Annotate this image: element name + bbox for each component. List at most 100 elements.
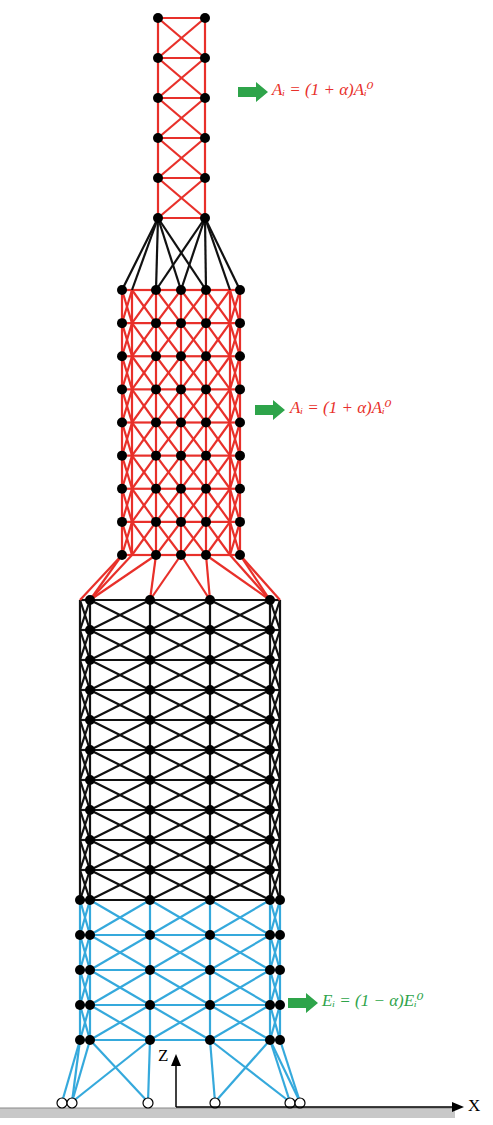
joint-dot: [153, 133, 163, 143]
truss-member: [230, 489, 240, 522]
joint-dot: [200, 213, 210, 223]
joint-dot: [176, 550, 186, 560]
joint-dot: [75, 895, 85, 905]
truss-joints: [75, 13, 285, 1045]
truss-member: [90, 555, 132, 600]
truss-member: [280, 1040, 300, 1102]
joint-dot: [85, 625, 95, 635]
joint-dot: [275, 1035, 285, 1045]
truss-member: [158, 98, 205, 138]
truss-member: [122, 489, 132, 522]
truss-member: [206, 456, 230, 489]
truss-member: [230, 323, 240, 356]
truss-member: [150, 750, 210, 780]
truss-member: [206, 389, 230, 422]
truss-member: [210, 1004, 270, 1006]
truss-member: [206, 290, 230, 323]
truss-member: [181, 423, 206, 456]
truss-member: [132, 290, 156, 323]
truss-member: [122, 456, 132, 489]
truss-member: [210, 630, 270, 660]
joint-dot: [117, 318, 127, 328]
truss-member: [150, 599, 210, 601]
truss-member: [150, 600, 210, 630]
joint-dot: [145, 895, 155, 905]
ground: [0, 1098, 455, 1118]
joint-dot: [265, 835, 275, 845]
truss-member: [132, 489, 156, 522]
truss-member: [132, 356, 156, 389]
joint-dot: [205, 745, 215, 755]
truss-member: [156, 218, 158, 290]
roller-support: [67, 1098, 77, 1108]
truss-member: [156, 356, 181, 389]
joint-dot: [201, 451, 211, 461]
joint-dot: [265, 775, 275, 785]
truss-member: [90, 660, 150, 690]
joint-dot: [145, 775, 155, 785]
truss-member: [90, 555, 156, 600]
truss-member: [122, 218, 158, 290]
truss-member: [90, 690, 150, 720]
truss-member: [206, 489, 230, 522]
axis-arrowhead: [452, 1102, 464, 1112]
joint-dot: [201, 285, 211, 295]
truss-member: [270, 1040, 290, 1102]
joint-dot: [275, 895, 285, 905]
truss-member: [132, 290, 156, 323]
truss-member: [90, 629, 150, 631]
truss-member: [90, 839, 150, 841]
truss-member: [210, 749, 270, 751]
truss-member: [90, 720, 150, 750]
joint-dot: [275, 965, 285, 975]
joint-dot: [200, 133, 210, 143]
joint-dot: [205, 865, 215, 875]
joint-dot: [201, 484, 211, 494]
truss-member: [205, 218, 230, 290]
truss-member: [150, 840, 210, 870]
joint-dot: [75, 1035, 85, 1045]
joint-dot: [85, 715, 95, 725]
truss-member: [156, 522, 181, 555]
truss-member: [210, 719, 270, 721]
truss-member: [90, 779, 150, 781]
truss-member: [209, 1005, 211, 1040]
truss-member: [210, 969, 270, 971]
truss-member: [122, 489, 132, 522]
truss-member: [210, 970, 270, 1005]
joint-dot: [145, 715, 155, 725]
truss-member: [158, 177, 205, 179]
truss-member: [122, 356, 132, 389]
truss-member: [150, 749, 210, 751]
truss-member: [181, 489, 206, 522]
truss-member: [210, 1040, 290, 1102]
truss-member: [90, 1039, 150, 1041]
joint-dot: [205, 655, 215, 665]
truss-member: [210, 600, 270, 630]
joint-dot: [145, 805, 155, 815]
truss-member: [157, 178, 159, 218]
truss-member: [230, 456, 240, 489]
truss-member: [210, 840, 270, 870]
truss-member: [90, 810, 150, 840]
joint-dot: [200, 93, 210, 103]
truss-member: [150, 555, 181, 600]
truss-member: [181, 423, 206, 456]
truss-member: [122, 323, 132, 356]
truss-member: [230, 290, 240, 323]
joint-dot: [117, 285, 127, 295]
joint-dot: [145, 625, 155, 635]
truss-member: [181, 389, 206, 422]
truss-member: [158, 137, 205, 139]
joint-dot: [205, 835, 215, 845]
truss-member: [90, 935, 150, 970]
truss-member: [90, 899, 150, 901]
truss-member: [230, 389, 240, 422]
joint-dot: [205, 685, 215, 695]
truss-member: [150, 935, 210, 970]
truss-member: [150, 870, 210, 900]
truss-member: [150, 810, 210, 840]
truss-member: [122, 323, 132, 356]
truss-member: [150, 840, 210, 870]
